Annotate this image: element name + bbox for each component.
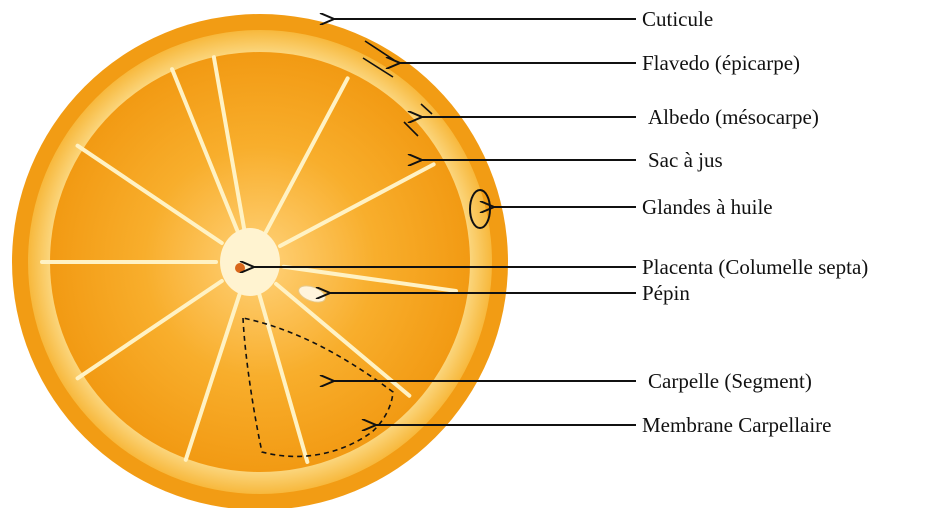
label-flavedo: Flavedo (épicarpe) (642, 51, 800, 75)
label-albedo: Albedo (mésocarpe) (648, 105, 819, 129)
orange-image (12, 14, 508, 508)
placenta-core (220, 228, 280, 296)
label-carpelle: Carpelle (Segment) (648, 369, 812, 393)
labels: Cuticule Flavedo (épicarpe) Albedo (méso… (642, 7, 868, 437)
label-sac-jus: Sac à jus (648, 148, 723, 172)
label-membrane: Membrane Carpellaire (642, 413, 832, 437)
label-placenta: Placenta (Columelle septa) (642, 255, 868, 279)
label-glandes: Glandes à huile (642, 195, 773, 219)
label-cuticule: Cuticule (642, 7, 713, 31)
label-pepin: Pépin (642, 281, 690, 305)
placenta-dot (235, 263, 245, 273)
